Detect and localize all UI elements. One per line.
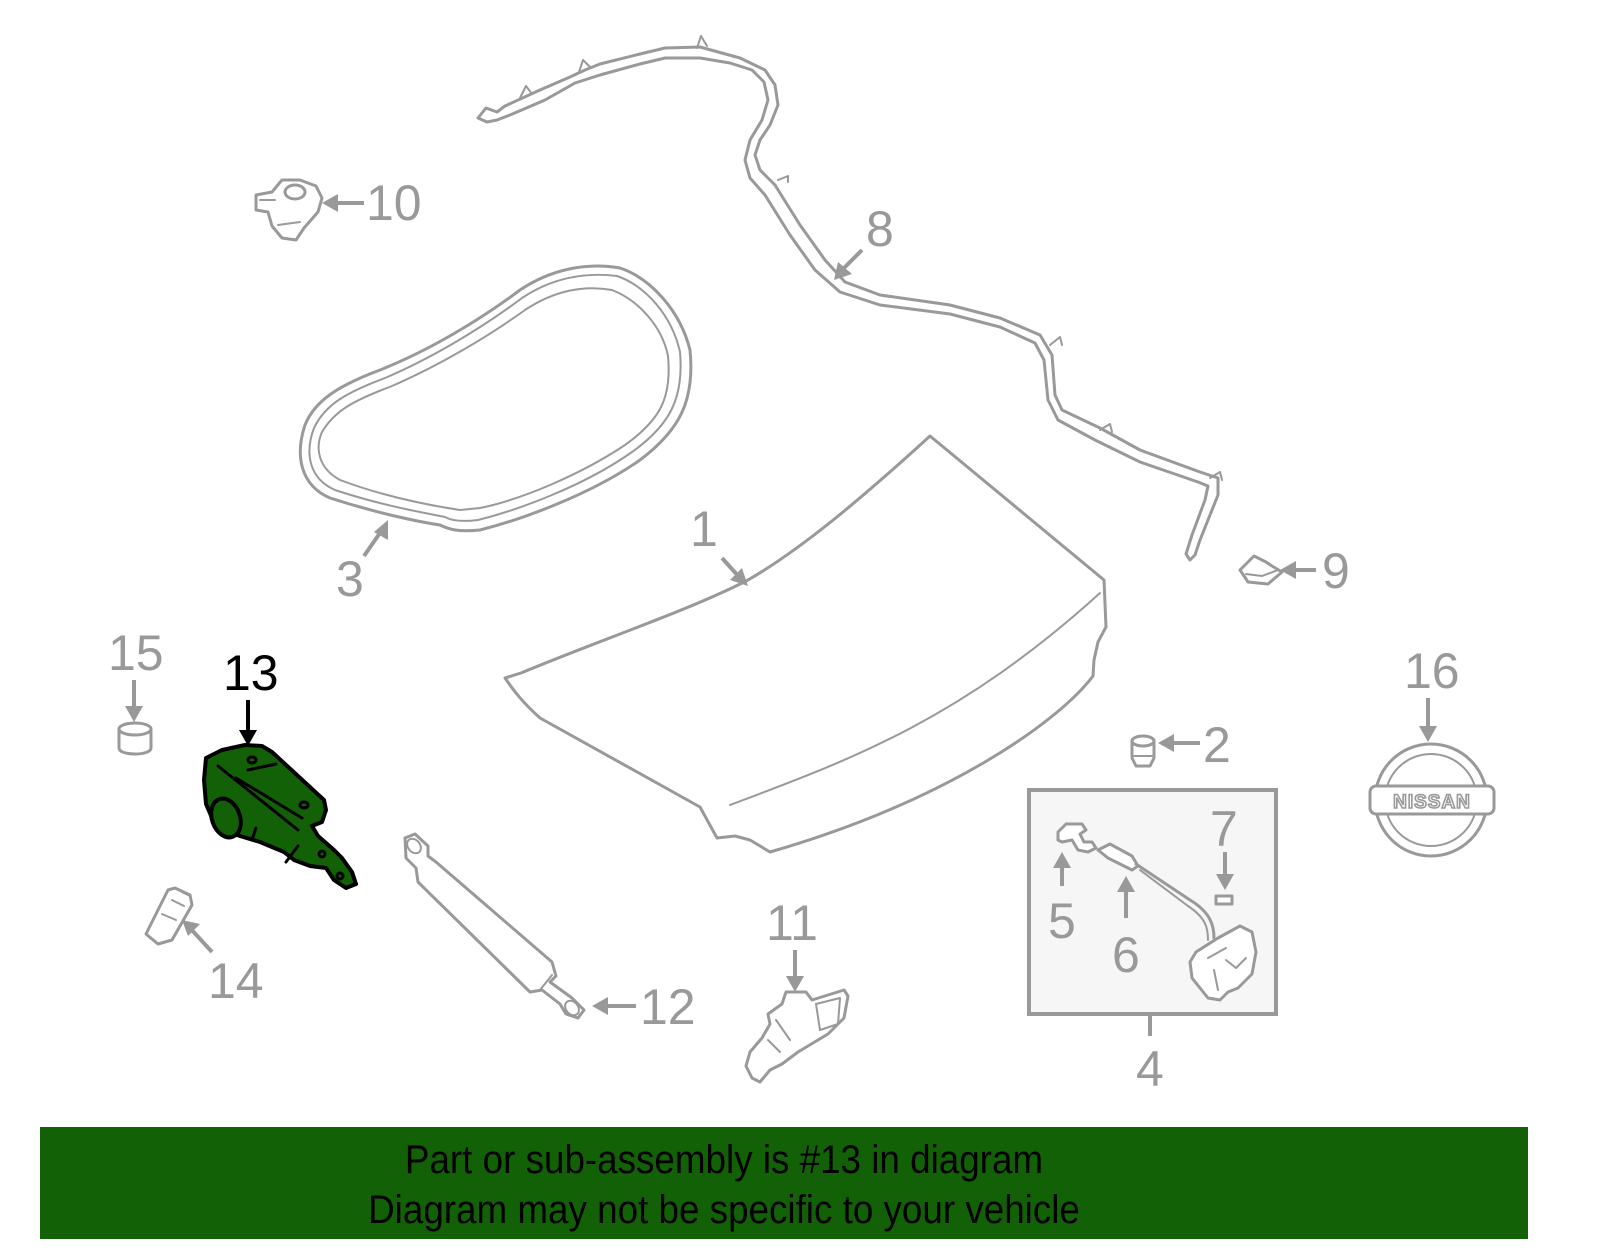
callout-label-5: 5 — [1048, 893, 1076, 949]
callout-label-2: 2 — [1203, 717, 1231, 773]
hood-latch-part[interactable] — [744, 988, 850, 1084]
bumper-stop-part[interactable] — [1130, 734, 1156, 768]
callout-1: 1 — [690, 501, 748, 586]
callout-8: 8 — [834, 201, 894, 280]
callout-label-9: 9 — [1322, 543, 1350, 599]
callout-label-4: 4 — [1136, 1041, 1164, 1097]
callout-12: 12 — [592, 979, 696, 1035]
callout-label-10: 10 — [366, 175, 422, 231]
callout-15: 15 — [108, 625, 164, 722]
callout-16: 16 — [1404, 643, 1460, 742]
emblem-text: NISSAN — [1393, 792, 1471, 813]
callout-3: 3 — [336, 520, 388, 607]
callout-2: 2 — [1158, 717, 1231, 773]
callout-label-14: 14 — [208, 953, 264, 1009]
clip-part — [1214, 894, 1234, 906]
callout-label-13: 13 — [223, 645, 279, 701]
hose-clip-part[interactable] — [1238, 554, 1284, 586]
cushion-part[interactable] — [117, 721, 153, 756]
banner-part-line: Part or sub-assembly is #13 in diagram — [404, 1138, 1044, 1182]
callout-label-11: 11 — [766, 895, 818, 951]
callout-9: 9 — [1280, 543, 1350, 599]
callout-14: 14 — [182, 920, 264, 1009]
callout-13: 13 — [223, 645, 279, 746]
callout-7: 7 — [1210, 801, 1238, 890]
part-info-banner: Part or sub-assembly is #13 in diagram D… — [40, 1127, 1528, 1239]
callout-label-12: 12 — [640, 979, 696, 1035]
parts-diagram: 8 10 3 1 9 — [108, 35, 1496, 1097]
callout-label-8: 8 — [866, 201, 894, 257]
lift-support-strut-part[interactable] — [403, 832, 586, 1020]
callout-label-16: 16 — [1404, 643, 1460, 699]
washer-hose-part[interactable] — [476, 35, 1223, 562]
callout-label-7: 7 — [1210, 801, 1238, 857]
emblem-part[interactable]: NISSAN — [1368, 742, 1496, 858]
release-cable-kit-box[interactable] — [1027, 788, 1278, 1016]
callout-label-15: 15 — [108, 625, 164, 681]
banner-disclaimer-line: Diagram may not be specific to your vehi… — [368, 1188, 1080, 1232]
hose-connector-part[interactable] — [254, 178, 324, 242]
callout-label-6: 6 — [1112, 927, 1140, 983]
release-handle-part — [1056, 822, 1098, 854]
callout-5: 5 — [1048, 852, 1076, 949]
latch-bracket-part[interactable] — [144, 886, 194, 946]
hood-panel-part[interactable] — [503, 434, 1108, 854]
callout-4: 4 — [1136, 1016, 1164, 1097]
hood-seal-part[interactable] — [298, 264, 693, 533]
callout-label-3: 3 — [336, 551, 364, 607]
callout-label-1: 1 — [690, 501, 718, 557]
callout-10: 10 — [322, 175, 422, 231]
hinge-bracket-part[interactable] — [202, 743, 358, 890]
callout-11: 11 — [766, 895, 818, 992]
callout-6: 6 — [1112, 876, 1140, 983]
